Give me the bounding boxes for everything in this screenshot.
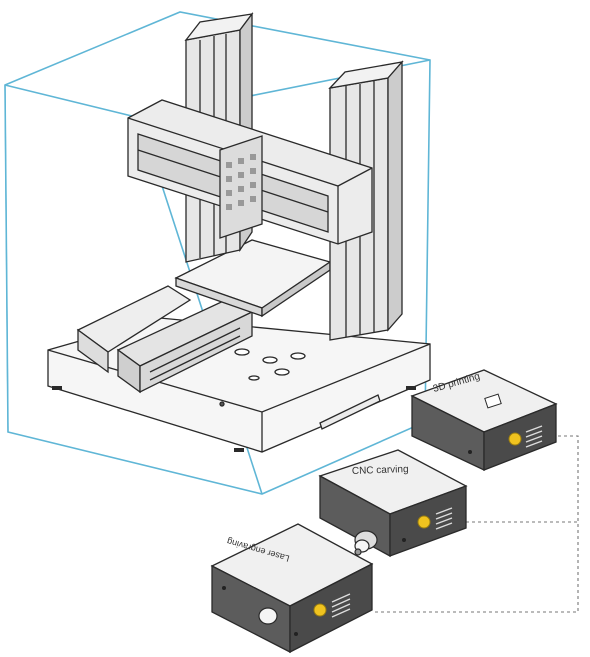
vent-grille-icon [435,507,453,530]
module-cnc-carving[interactable]: CNC carving [318,449,468,558]
module-laser-engraving[interactable]: Laser engraving [210,523,374,654]
status-indicator-icon [417,515,431,529]
extruder-nozzle-icon [484,393,502,409]
connector-lines [372,435,579,613]
spindle-icon [354,530,378,556]
front-control-unit [76,285,254,394]
module-3d-printing[interactable]: 3D printing [410,369,558,472]
base-feet [52,386,416,452]
status-indicator-icon [508,432,522,446]
module-label-cnc-carving: CNC carving [352,464,409,477]
vent-grille-icon [331,593,351,618]
gantry-beam [127,99,373,245]
laser-lens-icon [258,607,278,625]
vent-grille-icon [525,425,543,448]
status-indicator-icon [313,603,327,617]
